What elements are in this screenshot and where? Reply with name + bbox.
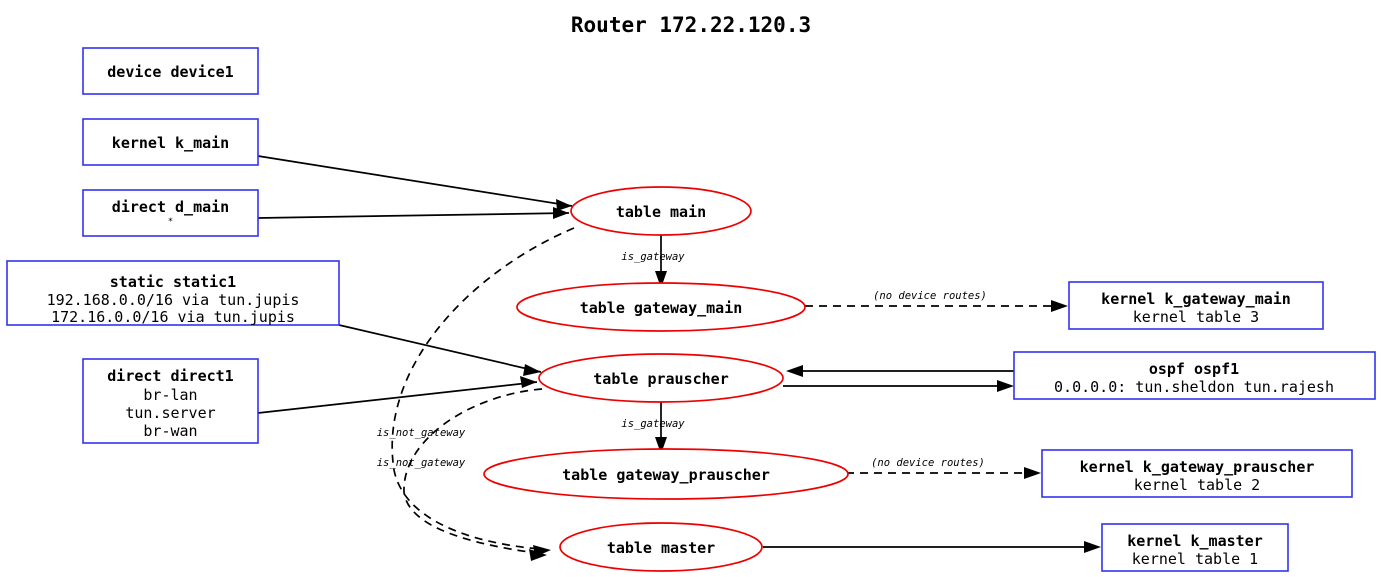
node-table-main-ellipse[interactable] [570, 186, 752, 236]
edge-label-no-device-routes-main: (no device routes) [873, 290, 987, 302]
node-table-gateway-main-label: table gateway_main [580, 299, 743, 317]
node-direct1[interactable]: direct direct1 br-lan tun.server br-wan [82, 358, 259, 444]
node-direct1-box[interactable] [82, 358, 259, 444]
node-table-master-ellipse[interactable] [559, 522, 763, 572]
node-direct1-title: direct direct1 [107, 367, 233, 385]
node-k-gateway-prauscher[interactable]: kernel k_gateway_prauscher kernel table … [1041, 449, 1353, 498]
node-static1-route-1: 172.16.0.0/16 via tun.jupis [51, 308, 295, 326]
arrow-head-icon [520, 376, 537, 388]
node-table-prauscher[interactable]: table prauscher [538, 353, 784, 403]
node-k-main-box[interactable] [82, 118, 259, 166]
edge-dmain-to-main [257, 207, 570, 219]
edge-kmain-to-main [257, 155, 573, 211]
node-d-main-box[interactable] [82, 189, 259, 237]
node-d-main-title: direct d_main [112, 198, 229, 216]
edge-prauscher-to-gateway-prauscher: is_gateway [621, 400, 685, 454]
node-static1-title: static static1 [110, 273, 236, 291]
edge-label-is-gateway-prauscher: is_gateway [621, 418, 685, 430]
edge-label-is-not-gateway-upper: is_not_gateway [377, 427, 466, 439]
node-k-master[interactable]: kernel k_master kernel table 1 [1101, 523, 1289, 572]
arrow-head-icon [997, 380, 1014, 392]
node-table-master-label: table master [607, 539, 715, 557]
node-d-main-route-0: * [168, 217, 173, 227]
edge-ospf1-to-prauscher [786, 365, 1014, 377]
node-device1[interactable]: device device1 [82, 47, 259, 95]
node-device1-title: device device1 [107, 63, 233, 81]
node-k-gateway-prauscher-sub: kernel table 2 [1134, 476, 1260, 494]
edge-prauscher-to-master: is_not_gateway [377, 388, 547, 561]
edge-master-to-kmaster [763, 541, 1101, 553]
edge-direct1-to-prauscher [257, 376, 538, 414]
arrow-head-icon [1024, 467, 1041, 479]
edge-prauscher-to-ospf1 [783, 380, 1014, 392]
node-static1-route-0: 192.168.0.0/16 via tun.jupis [47, 291, 300, 309]
node-ospf1-title: ospf ospf1 [1149, 360, 1239, 378]
node-table-master[interactable]: table master [559, 522, 763, 572]
node-ospf1[interactable]: ospf ospf1 0.0.0.0: tun.sheldon tun.raje… [1013, 351, 1376, 400]
arrow-head-icon [1084, 541, 1101, 553]
node-direct1-iface-1: tun.server [125, 404, 215, 422]
node-direct1-iface-0: br-lan [143, 386, 197, 404]
arrow-head-icon [655, 271, 667, 288]
node-ospf1-box[interactable] [1013, 351, 1376, 400]
node-k-gateway-main-title: kernel k_gateway_main [1101, 290, 1291, 308]
edge-main-to-gateway-main: is_gateway [621, 233, 685, 288]
node-k-master-sub: kernel table 1 [1132, 550, 1258, 568]
node-k-main[interactable]: kernel k_main [82, 118, 259, 166]
node-table-gateway-main[interactable]: table gateway_main [516, 282, 806, 332]
node-ospf1-sub: 0.0.0.0: tun.sheldon tun.rajesh [1054, 378, 1334, 396]
edge-label-is-gateway-main: is_gateway [621, 251, 685, 263]
node-table-main-label: table main [616, 203, 706, 221]
edge-gateway-prauscher-to-kernel: (no device routes) [846, 457, 1041, 479]
node-k-main-title: kernel k_main [112, 134, 229, 152]
arrow-head-icon [529, 549, 547, 561]
edge-label-no-device-routes-prauscher: (no device routes) [871, 457, 985, 469]
edge-static1-to-prauscher [338, 324, 542, 376]
node-table-prauscher-label: table prauscher [593, 370, 728, 388]
node-table-prauscher-ellipse[interactable] [538, 353, 784, 403]
node-table-gateway-prauscher-ellipse[interactable] [483, 448, 849, 500]
arrow-head-icon [786, 365, 803, 377]
node-table-gateway-main-ellipse[interactable] [516, 282, 806, 332]
node-k-gateway-main-box[interactable] [1068, 281, 1324, 330]
node-k-master-box[interactable] [1101, 523, 1289, 572]
node-table-main[interactable]: table main [570, 186, 752, 236]
edge-main-to-master: is_not_gateway [377, 227, 575, 557]
node-k-gateway-prauscher-title: kernel k_gateway_prauscher [1080, 458, 1315, 476]
node-k-master-title: kernel k_master [1127, 532, 1262, 550]
node-table-gateway-prauscher[interactable]: table gateway_prauscher [483, 448, 849, 500]
arrow-head-icon [1051, 300, 1068, 312]
arrow-head-icon [553, 207, 569, 219]
arrow-head-icon [523, 364, 541, 376]
node-k-gateway-prauscher-box[interactable] [1041, 449, 1353, 498]
node-k-gateway-main[interactable]: kernel k_gateway_main kernel table 3 [1068, 281, 1324, 330]
arrow-head-icon [556, 199, 572, 211]
node-device1-box[interactable] [82, 47, 259, 95]
node-k-gateway-main-sub: kernel table 3 [1133, 308, 1259, 326]
node-static1-box[interactable] [6, 260, 340, 326]
node-table-gateway-prauscher-label: table gateway_prauscher [562, 466, 770, 484]
node-d-main[interactable]: direct d_main * [82, 189, 259, 237]
arrow-head-icon [655, 437, 667, 454]
edge-gateway-main-to-kernel: (no device routes) [805, 290, 1068, 312]
node-static1[interactable]: static static1 192.168.0.0/16 via tun.ju… [6, 260, 340, 326]
graph-title: Router 172.22.120.3 [571, 13, 811, 37]
node-direct1-iface-2: br-wan [143, 422, 197, 440]
edge-label-is-not-gateway-lower: is_not_gateway [377, 457, 466, 469]
